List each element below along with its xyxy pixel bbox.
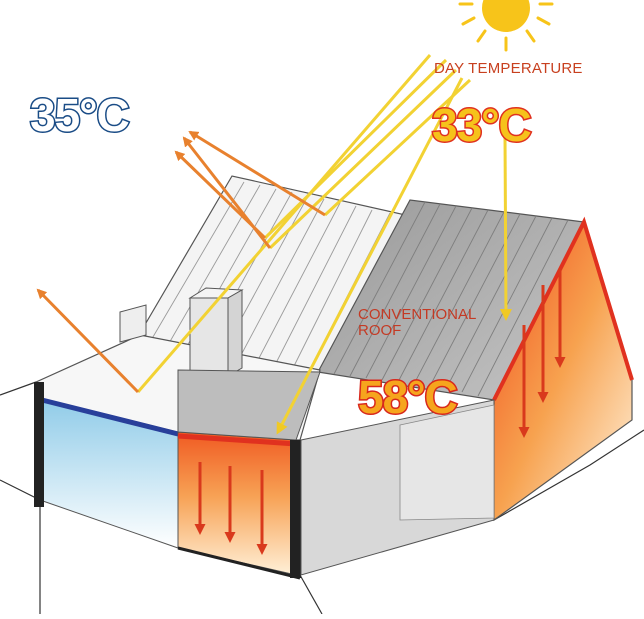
middle-wall (300, 399, 495, 576)
sun-rays-absorbed (276, 77, 512, 435)
day-temperature-value: 33°C (431, 98, 534, 153)
cool-roof-temperature: 35°C (29, 88, 132, 143)
sun-rays-reflected (136, 54, 472, 393)
conventional-roof-label: CONVENTIONAL ROOF (358, 306, 477, 339)
reflected-arrows (36, 130, 326, 394)
sun-icon (458, 0, 554, 52)
heat-arrows-room (194, 462, 268, 555)
conventional-roof-temperature: 58°C (357, 370, 460, 425)
day-temperature-label: DAY TEMPERATURE (434, 60, 583, 77)
heat-arrows-gable (518, 268, 566, 438)
